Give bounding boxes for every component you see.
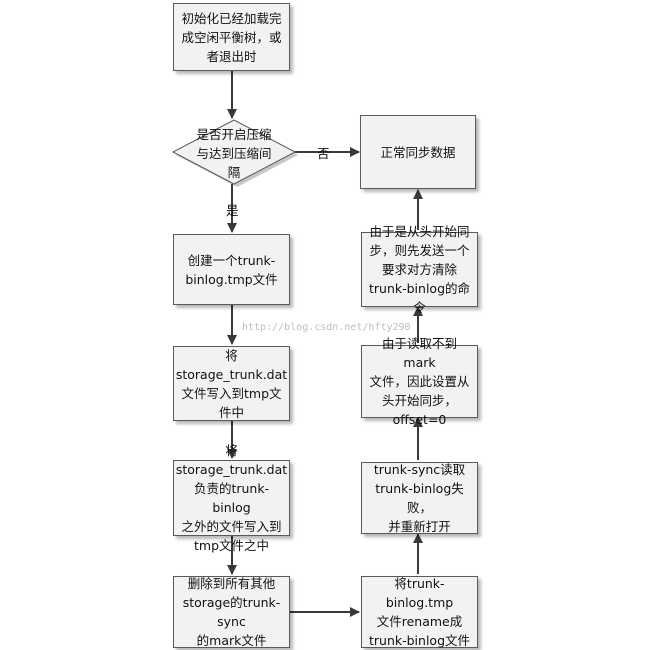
reset-offset-box: 由于读取不到mark 文件，因此设置从 头开始同步， offset=0 [361,336,478,427]
write-dat-box: 将storage_trunk.dat 文件写入到tmp文 件中 [173,346,290,421]
watermark-text: http://blog.csdn.net/hfty290 [242,322,411,333]
create-tmp-box: 创建一个trunk- binlog.tmp文件 [173,234,290,305]
init-box: 初始化已经加载完 成空闲平衡树，或 者退出时 [173,3,290,71]
write-other-box: 将storage_trunk.dat 负责的trunk-binlog 之外的文件… [173,443,290,553]
rename-box: 将trunk-binlog.tmp 文件rename成 trunk-binlog… [361,576,478,648]
normal-sync-box: 正常同步数据 [360,115,476,189]
decision-text: 是否开启压缩 与达到压缩间 隔 [196,126,272,180]
init-box-text: 初始化已经加载完 成空闲平衡树，或 者退出时 [181,10,282,64]
send-clear-box: 由于是从头开始同 步，则先发送一个 要求对方清除 trunk-binlog的命令 [361,224,478,315]
label-yes: 是 [226,203,239,218]
decision-diamond [171,119,297,185]
delete-mark-box: 删除到所有其他 storage的trunk-sync 的mark文件 [173,576,290,648]
read-fail-box: trunk-sync读取 trunk-binlog失败， 并重新打开 [361,462,478,534]
label-no: 否 [317,146,330,161]
